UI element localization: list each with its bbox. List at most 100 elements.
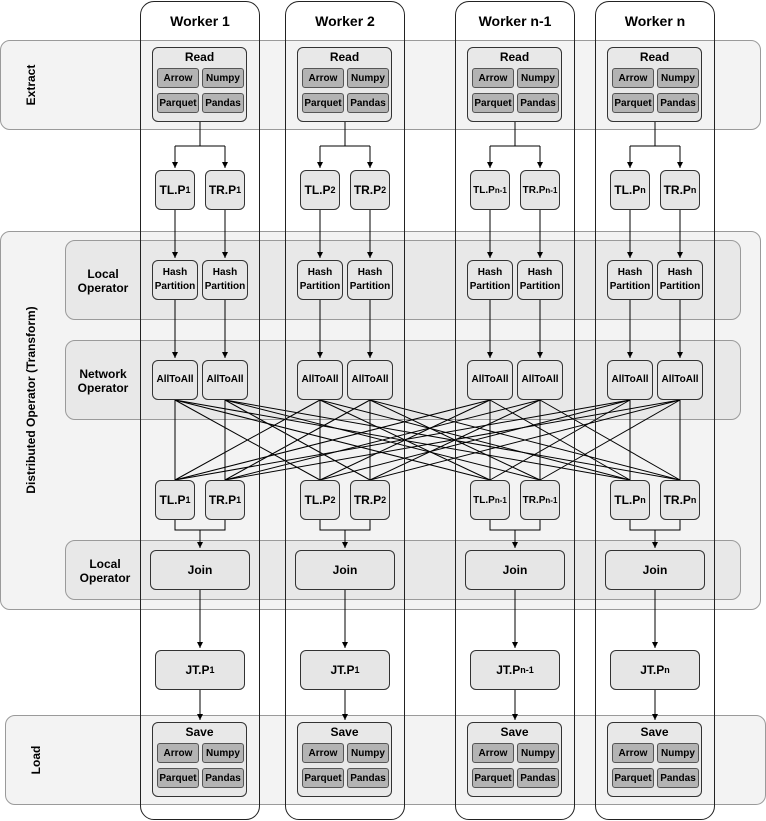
format-numpy: Numpy bbox=[202, 68, 244, 88]
join-box: Join bbox=[605, 550, 705, 590]
label-text: JT.P bbox=[330, 663, 355, 677]
label-subscript: 2 bbox=[381, 495, 387, 505]
label-subscript: n bbox=[640, 185, 646, 195]
shuffle-line bbox=[369, 399, 681, 481]
label-subscript: n-1 bbox=[545, 495, 558, 505]
label-subscript: n-1 bbox=[494, 185, 507, 195]
hash-partition-box: Hash Partition bbox=[297, 260, 343, 300]
hash-partition-box: Hash Partition bbox=[202, 260, 248, 300]
alltoall-box: AllToAll bbox=[657, 360, 703, 400]
format-pandas: Pandas bbox=[657, 93, 699, 113]
label-subscript: n-1 bbox=[545, 185, 558, 195]
read-box-title: Read bbox=[184, 50, 215, 64]
network-operator-label: Network Operator bbox=[77, 367, 129, 395]
alltoall-box: AllToAll bbox=[517, 360, 563, 400]
format-pandas: Pandas bbox=[202, 93, 244, 113]
worker-title: Worker n bbox=[624, 13, 686, 29]
worker-column: Worker 2 bbox=[285, 1, 405, 820]
local-operator-join-label: Local Operator bbox=[79, 557, 131, 585]
format-pandas: Pandas bbox=[517, 93, 559, 113]
alltoall-box: AllToAll bbox=[607, 360, 653, 400]
format-numpy: Numpy bbox=[517, 68, 559, 88]
hash-partition-box: Hash Partition bbox=[347, 260, 393, 300]
hash-partition-box: Hash Partition bbox=[657, 260, 703, 300]
label-subscript: 1 bbox=[185, 185, 191, 195]
format-numpy: Numpy bbox=[657, 68, 699, 88]
worker-title: Worker 1 bbox=[170, 13, 230, 29]
format-pandas: Pandas bbox=[347, 768, 389, 788]
shuffle-line bbox=[224, 399, 681, 481]
label-text: JT.P bbox=[185, 663, 210, 677]
label-text: TR.P bbox=[208, 183, 237, 197]
format-parquet: Parquet bbox=[472, 768, 514, 788]
label-text: TL.P bbox=[614, 183, 641, 197]
hash-partition-box: Hash Partition bbox=[607, 260, 653, 300]
format-pandas: Pandas bbox=[517, 768, 559, 788]
shuffle-line bbox=[539, 399, 681, 481]
format-arrow: Arrow bbox=[612, 68, 654, 88]
shuffle-line bbox=[319, 399, 631, 481]
save-box-title: Save bbox=[640, 725, 669, 739]
alltoall-box: AllToAll bbox=[297, 360, 343, 400]
hash-partition-box: Hash Partition bbox=[517, 260, 563, 300]
format-pandas: Pandas bbox=[202, 768, 244, 788]
format-parquet: Parquet bbox=[612, 93, 654, 113]
worker-column: Worker n bbox=[595, 1, 715, 820]
format-numpy: Numpy bbox=[657, 743, 699, 763]
format-arrow: Arrow bbox=[472, 68, 514, 88]
format-arrow: Arrow bbox=[612, 743, 654, 763]
shuffle-line bbox=[174, 399, 631, 481]
shuffle-line bbox=[174, 399, 491, 481]
label-subscript: 1 bbox=[236, 185, 242, 195]
read-box-title: Read bbox=[499, 50, 530, 64]
save-box-title: Save bbox=[185, 725, 214, 739]
label-subscript: n bbox=[664, 665, 670, 675]
format-numpy: Numpy bbox=[347, 68, 389, 88]
label-subscript: n bbox=[640, 495, 646, 505]
label-text: JT.P bbox=[496, 663, 521, 677]
format-parquet: Parquet bbox=[302, 768, 344, 788]
format-numpy: Numpy bbox=[202, 743, 244, 763]
read-box-title: Read bbox=[639, 50, 670, 64]
format-parquet: Parquet bbox=[157, 93, 199, 113]
label-subscript: 2 bbox=[381, 185, 387, 195]
alltoall-box: AllToAll bbox=[202, 360, 248, 400]
format-arrow: Arrow bbox=[302, 68, 344, 88]
label-subscript: 1 bbox=[209, 665, 215, 675]
worker-column: Worker 1 bbox=[140, 1, 260, 820]
read-box-title: Read bbox=[329, 50, 360, 64]
label-subscript: 2 bbox=[330, 185, 336, 195]
label-text: TR.P bbox=[353, 493, 382, 507]
label-text: TL.P bbox=[159, 493, 186, 507]
label-text: TR.P bbox=[663, 183, 691, 197]
label-text: TL.P bbox=[473, 184, 495, 196]
join-box: Join bbox=[150, 550, 250, 590]
label-subscript: n bbox=[690, 185, 697, 195]
label-text: TL.P bbox=[304, 183, 331, 197]
format-numpy: Numpy bbox=[517, 743, 559, 763]
save-box-title: Save bbox=[500, 725, 529, 739]
alltoall-box: AllToAll bbox=[467, 360, 513, 400]
join-box: Join bbox=[295, 550, 395, 590]
label-subscript: 1 bbox=[185, 495, 191, 505]
label-text: TL.P bbox=[473, 494, 495, 506]
